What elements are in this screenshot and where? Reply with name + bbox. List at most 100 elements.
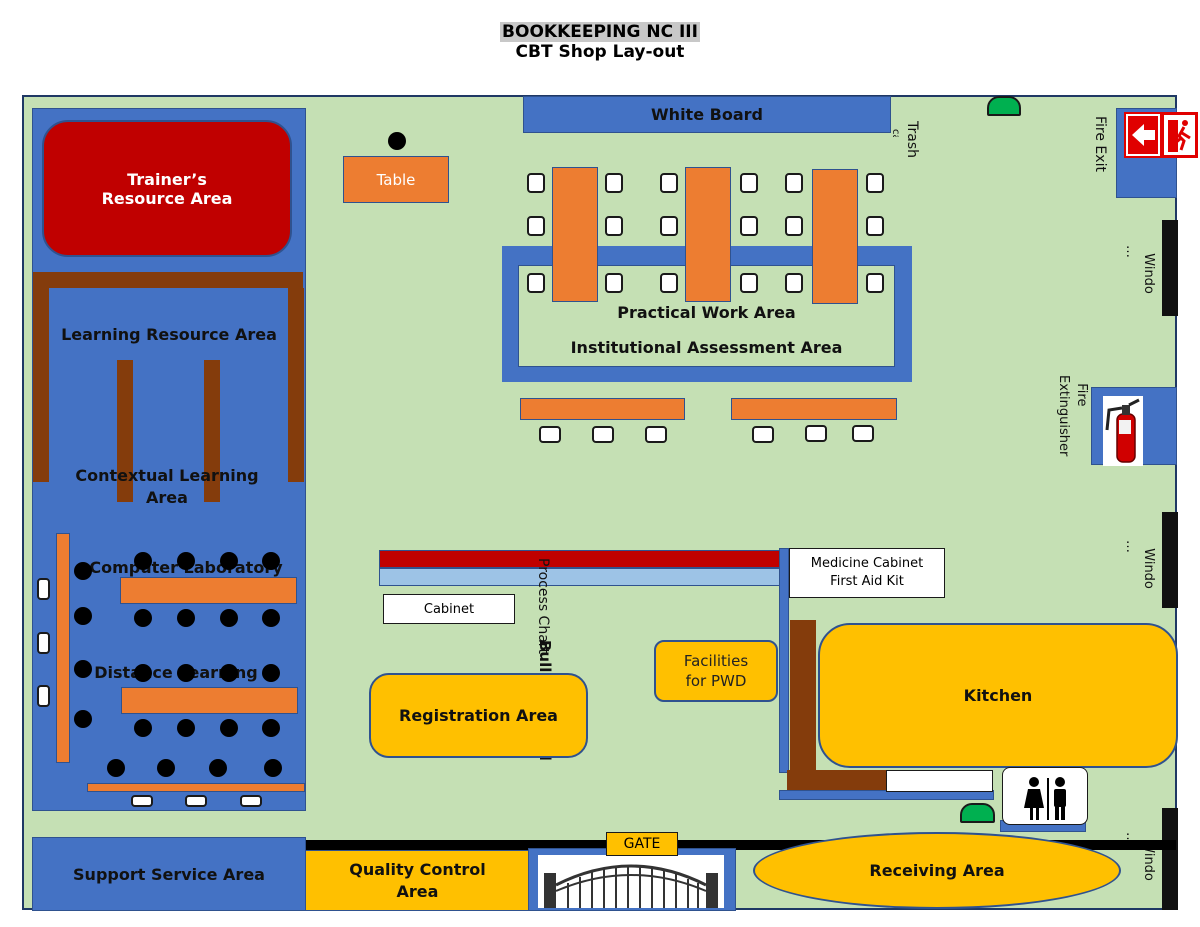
stool bbox=[220, 609, 238, 627]
chair bbox=[660, 173, 678, 193]
table-label: Table bbox=[376, 170, 416, 189]
receiving-area: Receiving Area bbox=[753, 832, 1121, 909]
stool bbox=[177, 609, 195, 627]
chair bbox=[37, 632, 50, 654]
quality-control-label: Quality Control Area bbox=[349, 859, 486, 901]
stool bbox=[262, 664, 280, 682]
window-1-label: Windo … bbox=[1123, 245, 1156, 294]
trash-can-label: can bbox=[890, 129, 901, 137]
stool bbox=[220, 719, 238, 737]
computer-lab-back-bar bbox=[87, 783, 305, 792]
computer-lab-table-2 bbox=[121, 687, 298, 714]
chair bbox=[660, 216, 678, 236]
chair bbox=[785, 173, 803, 193]
restroom-icon bbox=[1002, 767, 1088, 825]
fire-exit-sign-icon bbox=[1124, 112, 1198, 158]
chair bbox=[605, 173, 623, 193]
fence-line bbox=[306, 840, 1176, 850]
stool bbox=[134, 552, 152, 570]
stool bbox=[74, 660, 92, 678]
chair bbox=[852, 425, 874, 442]
white-board-label: White Board bbox=[651, 105, 763, 124]
trainer-label: Trainer’s Resource Area bbox=[101, 169, 233, 208]
stool bbox=[209, 759, 227, 777]
stool bbox=[134, 719, 152, 737]
trainer-resource-area: Trainer’s Resource Area bbox=[42, 120, 292, 257]
page-subtitle: CBT Shop Lay-out bbox=[515, 42, 685, 62]
stool bbox=[177, 664, 195, 682]
chair bbox=[131, 795, 153, 807]
cabinet: Cabinet bbox=[383, 594, 515, 624]
chair bbox=[866, 273, 884, 293]
window-1 bbox=[1162, 220, 1178, 316]
stool bbox=[220, 552, 238, 570]
support-service-area: Support Service Area bbox=[32, 837, 306, 911]
process-chart-label: Process Chart bbox=[535, 558, 551, 655]
chair bbox=[866, 173, 884, 193]
chair bbox=[539, 426, 561, 443]
stool bbox=[177, 719, 195, 737]
learning-resource-label: Learning Resource Area bbox=[61, 325, 277, 344]
bench-table-2 bbox=[731, 398, 897, 420]
work-table-1 bbox=[552, 167, 598, 302]
chair bbox=[785, 273, 803, 293]
restroom-bin-icon bbox=[960, 803, 995, 823]
facilities-for-pwd: Facilities for PWD bbox=[654, 640, 778, 702]
kitchen-counter-left bbox=[790, 620, 816, 772]
window-3 bbox=[1162, 808, 1178, 910]
stool bbox=[134, 609, 152, 627]
gate-arch-icon bbox=[538, 855, 724, 908]
trash-label: Trash bbox=[904, 121, 920, 158]
bulletin-board bbox=[379, 568, 781, 586]
stool bbox=[74, 562, 92, 580]
medicine-cabinet: Medicine Cabinet First Aid Kit bbox=[789, 548, 945, 598]
chair bbox=[592, 426, 614, 443]
medicine-cabinet-label: Medicine Cabinet First Aid Kit bbox=[810, 556, 924, 589]
stool bbox=[262, 552, 280, 570]
distance-learning-label: Distance Learning bbox=[94, 663, 258, 682]
bench-table-1 bbox=[520, 398, 685, 420]
fire-exit-label: Fire Exit bbox=[1092, 116, 1108, 172]
kitchen-wall-left bbox=[779, 548, 789, 773]
receiving-label: Receiving Area bbox=[869, 861, 1005, 880]
practical-work-label: Practical Work Area bbox=[617, 303, 796, 322]
support-label: Support Service Area bbox=[73, 864, 265, 884]
chair bbox=[240, 795, 262, 807]
stool bbox=[262, 719, 280, 737]
dustbin-icon bbox=[987, 96, 1021, 116]
stool bbox=[264, 759, 282, 777]
shelf-middle-1 bbox=[117, 360, 133, 502]
registration-area: Registration Area bbox=[369, 673, 588, 758]
chair bbox=[527, 173, 545, 193]
white-board: White Board bbox=[523, 96, 891, 133]
shelf-right bbox=[288, 288, 304, 482]
fire-extinguisher-label: Fire Extinguisher bbox=[1056, 375, 1089, 457]
window-2 bbox=[1162, 512, 1178, 608]
layout-title: BOOKKEEPING NC III CBT Shop Lay-out bbox=[0, 22, 1200, 62]
quality-control-area: Quality Control Area bbox=[305, 850, 530, 911]
kitchen-label: Kitchen bbox=[963, 686, 1033, 705]
stool bbox=[220, 664, 238, 682]
shelf-middle-2 bbox=[204, 360, 220, 502]
chair bbox=[527, 273, 545, 293]
stool bbox=[134, 664, 152, 682]
cabinet-label: Cabinet bbox=[423, 601, 475, 617]
fire-extinguisher-icon bbox=[1103, 396, 1143, 466]
kitchen-counter-bottom bbox=[787, 770, 887, 790]
stool bbox=[262, 609, 280, 627]
work-table-2 bbox=[685, 167, 731, 302]
chair bbox=[740, 216, 758, 236]
shelf-left bbox=[33, 288, 49, 482]
stool bbox=[74, 710, 92, 728]
chair bbox=[740, 273, 758, 293]
facilities-pwd-label: Facilities for PWD bbox=[683, 652, 749, 690]
chair bbox=[866, 216, 884, 236]
shelf-top bbox=[33, 272, 303, 288]
chair bbox=[805, 425, 827, 442]
chair bbox=[527, 216, 545, 236]
kitchen-sink bbox=[886, 770, 993, 792]
computer-lab-side-table bbox=[56, 533, 70, 763]
chair bbox=[37, 578, 50, 600]
chair bbox=[752, 426, 774, 443]
stool bbox=[74, 607, 92, 625]
